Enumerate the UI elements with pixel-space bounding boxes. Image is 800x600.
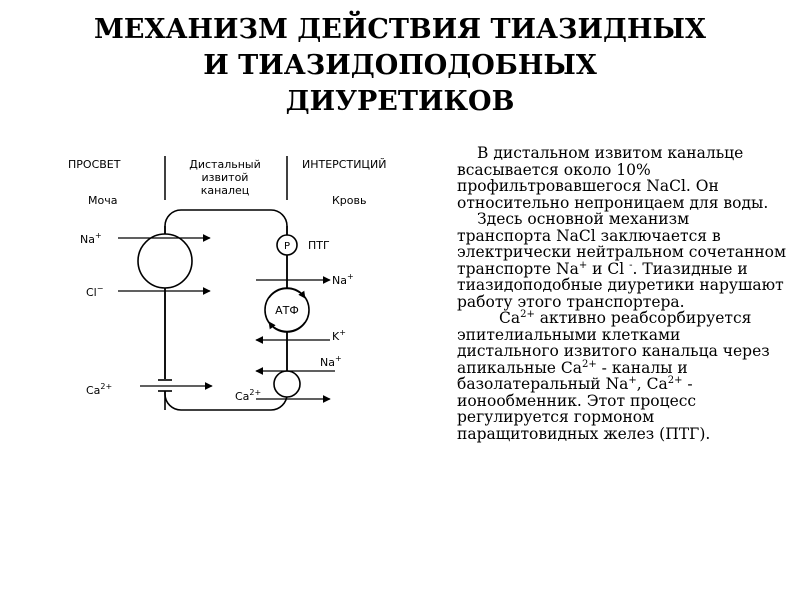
atp-label: АТФ xyxy=(275,304,299,317)
tubule-label-line1: Дистальный xyxy=(189,158,260,171)
na-ca-exchanger xyxy=(273,370,301,398)
page-title: МЕХАНИЗМ ДЕЙСТВИЯ ТИАЗИДНЫХ И ТИАЗИДОПОД… xyxy=(0,12,800,120)
title-line-1: МЕХАНИЗМ ДЕЙСТВИЯ ТИАЗИДНЫХ xyxy=(94,14,706,45)
ca-left-label: Ca2+ xyxy=(86,382,112,397)
na-left-label: Na+ xyxy=(80,231,102,246)
paragraph-2: Здесь основной механизм транспорта NaCl … xyxy=(457,210,787,311)
na-cl-cotransporter xyxy=(137,233,193,289)
k-right-label: K+ xyxy=(332,328,346,343)
lumen-label: ПРОСВЕТ xyxy=(68,158,121,171)
transport-diagram: ПРОСВЕТ Дистальный извитой каналец ИНТЕР… xyxy=(60,148,420,438)
atpase-cycle-arrow xyxy=(268,288,306,299)
title-line-3: ДИУРЕТИКОВ xyxy=(285,86,515,117)
urine-label: Моча xyxy=(88,194,117,207)
ca-channel-gap xyxy=(160,379,170,391)
na-k-atpase xyxy=(264,287,310,333)
tubule-label-line3: каналец xyxy=(201,184,250,197)
cl-left-label: Cl− xyxy=(86,284,103,299)
ca-right-label: Ca2+ xyxy=(235,388,261,403)
na-right-top-label: Na+ xyxy=(332,272,354,287)
pth-receptor xyxy=(276,234,298,256)
explanation-text: В дистальном извитом канальце всасываетс… xyxy=(457,145,787,442)
paragraph-3: Ca2+ активно реабсорбируется эпителиальн… xyxy=(457,308,770,443)
p-label: P xyxy=(284,241,290,252)
ptg-label: ПТГ xyxy=(308,239,330,252)
interstitium-label: ИНТЕРСТИЦИЙ xyxy=(302,158,386,171)
na-right-bottom-label: Na+ xyxy=(320,354,342,369)
atpase-cycle-arrow xyxy=(268,321,306,332)
title-line-2: И ТИАЗИДОПОДОБНЫХ xyxy=(203,50,597,81)
blood-label: Кровь xyxy=(332,194,367,207)
tubule-label-line2: извитой xyxy=(202,171,249,184)
paragraph-1: В дистальном извитом канальце всасываетс… xyxy=(457,144,769,212)
